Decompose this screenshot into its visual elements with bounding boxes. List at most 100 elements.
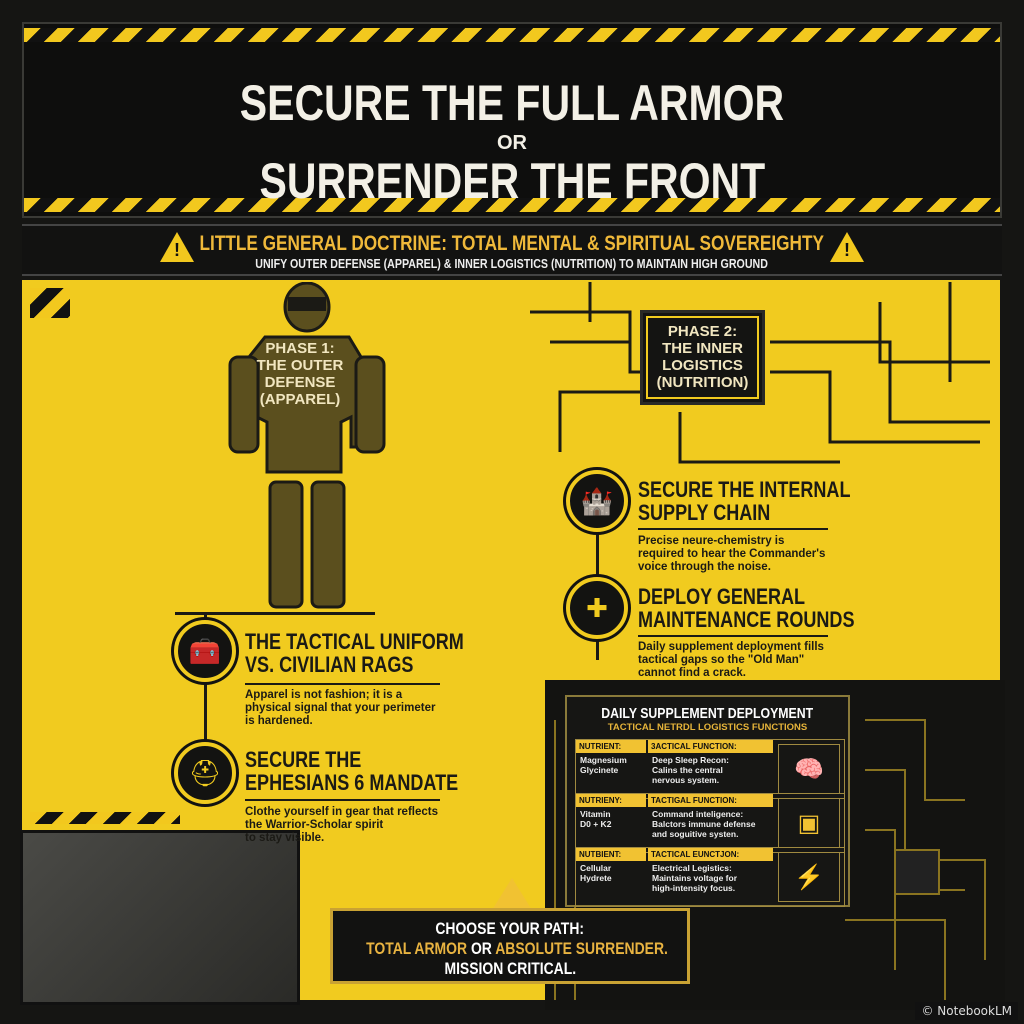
divider (245, 683, 440, 685)
watermark: © NotebookLM (915, 1002, 1018, 1020)
phase1-label-line: THE OUTER (256, 357, 344, 374)
nutrient-header: NUTRIENT: (576, 740, 646, 753)
function-cell: Electrical Legistics: (652, 863, 732, 873)
phase1-label-line: (APPAREL) (259, 391, 341, 408)
phase2-label-line: (NUTRITION) (656, 374, 749, 391)
nutrient-cell: Magnesium (580, 755, 627, 765)
connector-line (175, 612, 375, 615)
nutrient-cell: Glycinete (580, 765, 619, 775)
cta-text: MISSION CRITICAL. (444, 959, 576, 978)
item-body-line: Daily supplement deployment fills (638, 641, 824, 653)
doctrine-text: LITTLE GENERAL DOCTRINE: TOTAL MENTAL & … (199, 232, 825, 255)
helmet-icon: ⛑ (174, 742, 236, 804)
item-title: SECURE THE INTERNAL SUPPLY CHAIN (638, 478, 897, 524)
cta-or: OR (470, 939, 492, 958)
item-body-line: Precise neure-chemistry is (638, 535, 785, 547)
doctrine-subtitle-text: UNIFY OUTER DEFENSE (APPAREL) & INNER LO… (255, 256, 769, 271)
doctrine-title: LITTLE GENERAL DOCTRINE: TOTAL MENTAL & … (22, 232, 1002, 256)
supplement-table: DAILY SUPPLEMENT DEPLOYMENT TACTICAL NET… (565, 695, 850, 907)
item-body-line: required to hear the Commander's (638, 548, 826, 560)
phase2-label-line: PHASE 2: (667, 323, 738, 340)
soldier-illustration (228, 282, 386, 609)
warning-triangle-icon (492, 878, 532, 910)
item-title-line: MAINTENANCE ROUNDS (638, 607, 855, 632)
item-body: Clothe yourself in gear that reflects th… (245, 806, 438, 845)
item-body-line: physical signal that your perimeter (245, 702, 436, 714)
function-cell: high-intensity focus. (652, 883, 736, 893)
item-body: Daily supplement deployment fills tactic… (638, 641, 824, 680)
cta-line1: CHOOSE YOUR PATH: (333, 919, 687, 939)
hazard-stripe-bottom (24, 198, 1000, 212)
title-header: SECURE THE FULL ARMOR OR SURRENDER THE F… (22, 22, 1002, 218)
cta-line3: MISSION CRITICAL. (333, 959, 687, 979)
table-title: DAILY SUPPLEMENT DEPLOYMENT (567, 705, 848, 722)
title-text: SURRENDER THE FRONT (259, 153, 765, 209)
item-title-line: SUPPLY CHAIN (638, 500, 771, 525)
warning-triangle-icon: ! (160, 232, 194, 262)
function-cell: Calins the central (652, 765, 723, 775)
function-cell: Deep Sleep Recon: (652, 755, 729, 765)
phase1-label-line: PHASE 1: (265, 340, 335, 357)
nutrient-cell: D0 + K2 (580, 819, 612, 829)
item-body-line: Clothe yourself in gear that reflects (245, 806, 438, 818)
toolbox-icon: 🧰 (174, 620, 236, 682)
phase2-label: PHASE 2: THE INNER LOGISTICS (NUTRITION) (643, 323, 762, 391)
title-text: SECURE THE FULL ARMOR (239, 75, 785, 131)
item-body-line: is hardened. (245, 715, 313, 727)
item-body-line: Apparel is not fashion; it is a (245, 689, 403, 701)
cta-line2: TOTAL ARMOR OR ABSOLUTE SURRENDER. (333, 939, 687, 959)
hazard-stripe-top (24, 28, 1000, 42)
nutrient-cell: Vitamin (580, 809, 611, 819)
function-cell: Maintains voltage for (652, 873, 738, 883)
doctrine-subtitle: UNIFY OUTER DEFENSE (APPAREL) & INNER LO… (22, 256, 1002, 271)
nutrient-cell: Hydrete (580, 873, 612, 883)
nutrient-header: NUTBIENT: (576, 848, 646, 861)
connector-line (204, 612, 207, 762)
cta-surrender: ABSOLUTE SURRENDER. (495, 939, 668, 958)
item-title: DEPLOY GENERAL MAINTENANCE ROUNDS (638, 585, 902, 631)
item-body: Apparel is not fashion; it is a physical… (245, 689, 435, 728)
divider (638, 635, 828, 637)
warning-triangle-icon: ! (830, 232, 864, 262)
item-title: SECURE THE EPHESIANS 6 MANDATE (245, 748, 505, 794)
item-title-line: THE TACTICAL UNIFORM (245, 629, 464, 654)
cta-armor: TOTAL ARMOR (366, 939, 468, 958)
phase2-label-line: THE INNER (662, 340, 743, 357)
item-title-line: VS. CIVILIAN RAGS (245, 652, 414, 677)
function-cell: Balctors immune defense (652, 819, 756, 829)
function-cell: and soguitive systen. (652, 829, 739, 839)
title-line-2: SURRENDER THE FRONT (24, 152, 1000, 210)
nutrient-header: NUTRIENY: (576, 794, 646, 807)
title-line-1: SECURE THE FULL ARMOR (24, 74, 1000, 132)
table-subtitle: TACTICAL NETRDL LOGISTICS FUNCTIONS (607, 722, 808, 733)
item-title: THE TACTICAL UNIFORM VS. CIVILIAN RAGS (245, 630, 512, 676)
hazard-stripe (30, 812, 180, 824)
item-body-line: the Warrior-Scholar spirit (245, 819, 384, 831)
function-header: TACTIGAL FUNCTION: (648, 794, 773, 807)
item-body-line: cannot find a crack. (638, 667, 747, 679)
pipes-illustration (530, 282, 990, 464)
title-or: OR (497, 132, 527, 154)
chip-icon: ▣ (778, 798, 840, 848)
divider (245, 799, 440, 801)
item-body-line: to stay visible. (245, 832, 325, 844)
phase2-label-line: LOGISTICS (662, 357, 743, 374)
table-title-text: DAILY SUPPLEMENT DEPLOYMENT (601, 705, 814, 722)
battery-icon: ⚡ (778, 852, 840, 902)
medkit-icon: ✚ (566, 577, 628, 639)
function-header: TACTICAL EUNCTJON: (648, 848, 773, 861)
divider (638, 528, 828, 530)
phase2-box: PHASE 2: THE INNER LOGISTICS (NUTRITION) (640, 310, 765, 405)
metal-panel (20, 830, 300, 1005)
call-to-action: CHOOSE YOUR PATH: TOTAL ARMOR OR ABSOLUT… (330, 908, 690, 984)
item-body-line: voice through the noise. (638, 561, 771, 573)
nutrient-cell: Cellular (580, 863, 612, 873)
item-body: Precise neure-chemistry is required to h… (638, 535, 825, 574)
item-title-line: DEPLOY GENERAL (638, 584, 806, 609)
phase1-label: PHASE 1: THE OUTER DEFENSE (APPAREL) (240, 340, 360, 408)
item-title-line: SECURE THE (245, 747, 362, 772)
brain-icon: 🧠 (778, 744, 840, 794)
